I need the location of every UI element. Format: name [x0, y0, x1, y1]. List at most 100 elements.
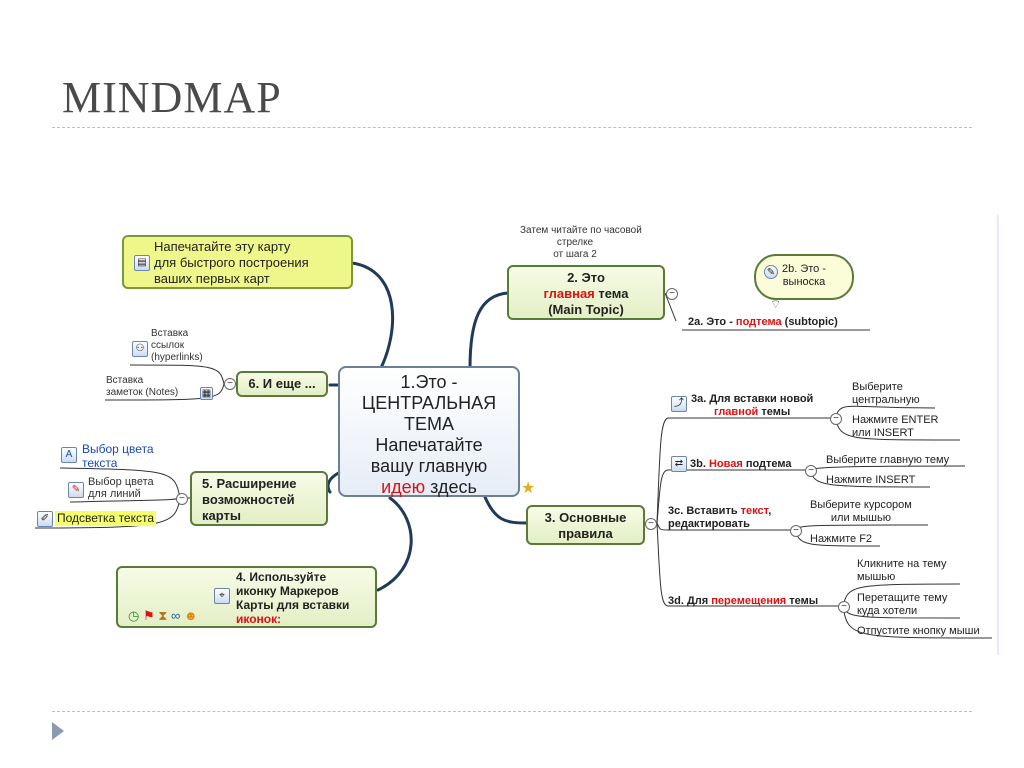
line-color-topic[interactable]: Выбор цвета для линий	[88, 476, 154, 500]
notes-topic[interactable]: Вставка заметок (Notes)	[106, 375, 178, 399]
rule-3b-text: подтема	[742, 458, 792, 470]
flag-icon: ⚑	[142, 608, 155, 623]
marker-icons-row: ◷ ⚑ ⧗ ∞ ☻	[128, 609, 198, 622]
rules-collapse-toggle[interactable]: −	[645, 518, 657, 530]
main-topic-line: 2. Это	[567, 270, 605, 285]
extend-topic[interactable]: 5. Расширение возможностей карты	[190, 471, 328, 526]
main-topic[interactable]: 2. Это главная тема (Main Topic)	[507, 265, 665, 320]
next-slide-arrow-icon[interactable]	[52, 722, 64, 740]
bottom-divider	[52, 711, 972, 712]
highlight-topic[interactable]: Подсветка текста	[55, 511, 157, 526]
main-topic-highlight: главная	[543, 286, 595, 301]
rule-3d-highlight: перемещения	[711, 595, 787, 607]
main-topic-text: тема	[594, 286, 629, 301]
extend-topic-line: карты	[202, 508, 241, 523]
rule-3b-collapse-toggle[interactable]: −	[805, 465, 817, 477]
rule-3a-child[interactable]: Выберите центральную	[852, 381, 920, 407]
rules-topic[interactable]: 3. Основные правила	[526, 505, 645, 545]
print-note-line: ваших первых карт	[154, 271, 270, 286]
notes-line: заметок (Notes)	[106, 387, 179, 398]
central-topic-line: 1.Это -	[400, 372, 458, 392]
hyperlinks-line: (hyperlinks)	[151, 352, 203, 363]
central-topic-highlight: идею	[381, 477, 426, 497]
more-topic-label: 6. И еще ...	[248, 376, 316, 391]
rule-3b-highlight: Новая	[708, 458, 743, 470]
markers-line: 4. Используйте	[236, 570, 327, 584]
central-topic-line: вашу главную	[370, 456, 488, 476]
more-topic[interactable]: 6. И еще ...	[236, 371, 328, 397]
central-topic[interactable]: 1.Это - ЦЕНТРАЛЬНАЯ ТЕМА Напечатайте ваш…	[338, 366, 520, 497]
main-topic-collapse-toggle[interactable]: −	[666, 288, 678, 300]
slide-title: MINDMAP	[62, 73, 282, 122]
subtopic-label[interactable]: 2a. Это - подтема (subtopic)	[688, 316, 838, 329]
rule-3b-text: 3b.	[690, 458, 709, 470]
hyperlink-icon: ⚇	[132, 341, 148, 357]
text-color-line: текста	[82, 456, 118, 470]
central-topic-line: идею здесь	[340, 477, 518, 498]
rule-3a-topic[interactable]: 3a. Для вставки новой главной темы	[691, 393, 813, 419]
hourglass-icon: ⧗	[158, 608, 168, 623]
clock-icon: ◷	[128, 608, 140, 623]
callout-icon: ✎	[764, 265, 778, 279]
rule-3c-highlight: текст	[740, 505, 769, 517]
rule-3b-child[interactable]: Нажмите INSERT	[826, 474, 916, 486]
rule-3d-child[interactable]: Отпустите кнопку мыши	[857, 625, 980, 637]
print-note-topic[interactable]: Напечатайте эту карту для быстрого постр…	[122, 235, 353, 289]
extend-topic-line: 5. Расширение	[202, 476, 297, 491]
print-icon: ▤	[134, 255, 150, 271]
markers-line: иконку Маркеров	[236, 584, 339, 598]
rule-3c-topic[interactable]: 3c. Вставить текст, редактировать	[668, 505, 771, 531]
subtopic-icon: ⤴	[671, 396, 687, 412]
hyperlinks-topic[interactable]: Вставка ссылок (hyperlinks)	[151, 328, 203, 364]
text-color-icon: A	[61, 447, 77, 463]
markers-line: Карты для вставки	[236, 598, 350, 612]
line-color-line: для линий	[88, 488, 141, 500]
rule-3b-topic[interactable]: 3b. Новая подтема	[690, 458, 792, 471]
line-color-icon: ✎	[68, 482, 84, 498]
subtopic-text: 2a. Это -	[688, 316, 736, 328]
rule-3c-child[interactable]: Выберите курсором или мышью	[810, 499, 912, 525]
link-icon: ∞	[171, 608, 181, 623]
rule-3a-collapse-toggle[interactable]: −	[830, 413, 842, 425]
clockwise-note: Затем читайте по часовой стрелке от шага…	[520, 225, 642, 261]
highlight-label: Подсветка текста	[57, 511, 155, 525]
more-collapse-toggle[interactable]: −	[224, 378, 236, 390]
rule-3d-text: 3d. Для	[668, 595, 712, 607]
markers-topic[interactable]: 4. Используйте иконку Маркеров Карты для…	[116, 566, 377, 628]
central-topic-text: здесь	[425, 477, 477, 497]
rule-3c-child[interactable]: Нажмите F2	[810, 533, 873, 545]
main-topic-line: главная тема	[509, 286, 663, 302]
markers-line: иконок:	[236, 612, 375, 626]
rule-3c-collapse-toggle[interactable]: −	[790, 525, 802, 537]
clockwise-note-line: стрелке	[556, 237, 594, 248]
hyperlinks-line: ссылок	[151, 340, 185, 351]
rule-3d-child-line: куда хотели	[857, 605, 918, 617]
central-topic-line: ЦЕНТРАЛЬНАЯ	[361, 393, 497, 413]
rule-3d-child[interactable]: Перетащите тему куда хотели	[857, 592, 947, 618]
subtopic-text: (subtopic)	[781, 316, 838, 328]
top-divider	[52, 127, 972, 128]
rule-3d-child[interactable]: Кликните на тему мышью	[857, 558, 947, 584]
rule-3a-child[interactable]: Нажмите ENTER или INSERT	[852, 414, 939, 440]
subtopic-highlight: подтема	[735, 316, 782, 328]
rules-topic-line: 3. Основные	[544, 510, 627, 525]
line-color-line: Выбор цвета	[88, 476, 154, 488]
rule-3c-child-line: Выберите курсором	[810, 499, 912, 511]
callout-anchor-icon: ⌔	[770, 297, 782, 311]
rule-3a-highlight: главной	[714, 406, 759, 418]
rule-3a-text: темы	[758, 406, 791, 418]
markers-highlight: иконок:	[236, 612, 282, 626]
rule-3d-topic[interactable]: 3d. Для перемещения темы	[668, 595, 818, 608]
text-color-topic[interactable]: Выбор цвета текста	[82, 442, 154, 470]
rule-3d-text: темы	[786, 595, 819, 607]
rule-3c-line: 3c. Вставить текст,	[668, 505, 771, 518]
rule-3d-collapse-toggle[interactable]: −	[838, 601, 850, 613]
rule-3b-child[interactable]: Выберите главную тему	[826, 454, 950, 466]
rule-3c-text: ,	[768, 505, 772, 517]
extend-collapse-toggle[interactable]: −	[176, 493, 188, 505]
print-note-line: для быстрого построения	[154, 255, 309, 270]
star-icon: ★	[521, 480, 536, 497]
highlight-icon: ✐	[37, 511, 53, 527]
smiley-icon: ☻	[183, 608, 198, 623]
extend-topic-line: возможностей	[202, 492, 295, 507]
